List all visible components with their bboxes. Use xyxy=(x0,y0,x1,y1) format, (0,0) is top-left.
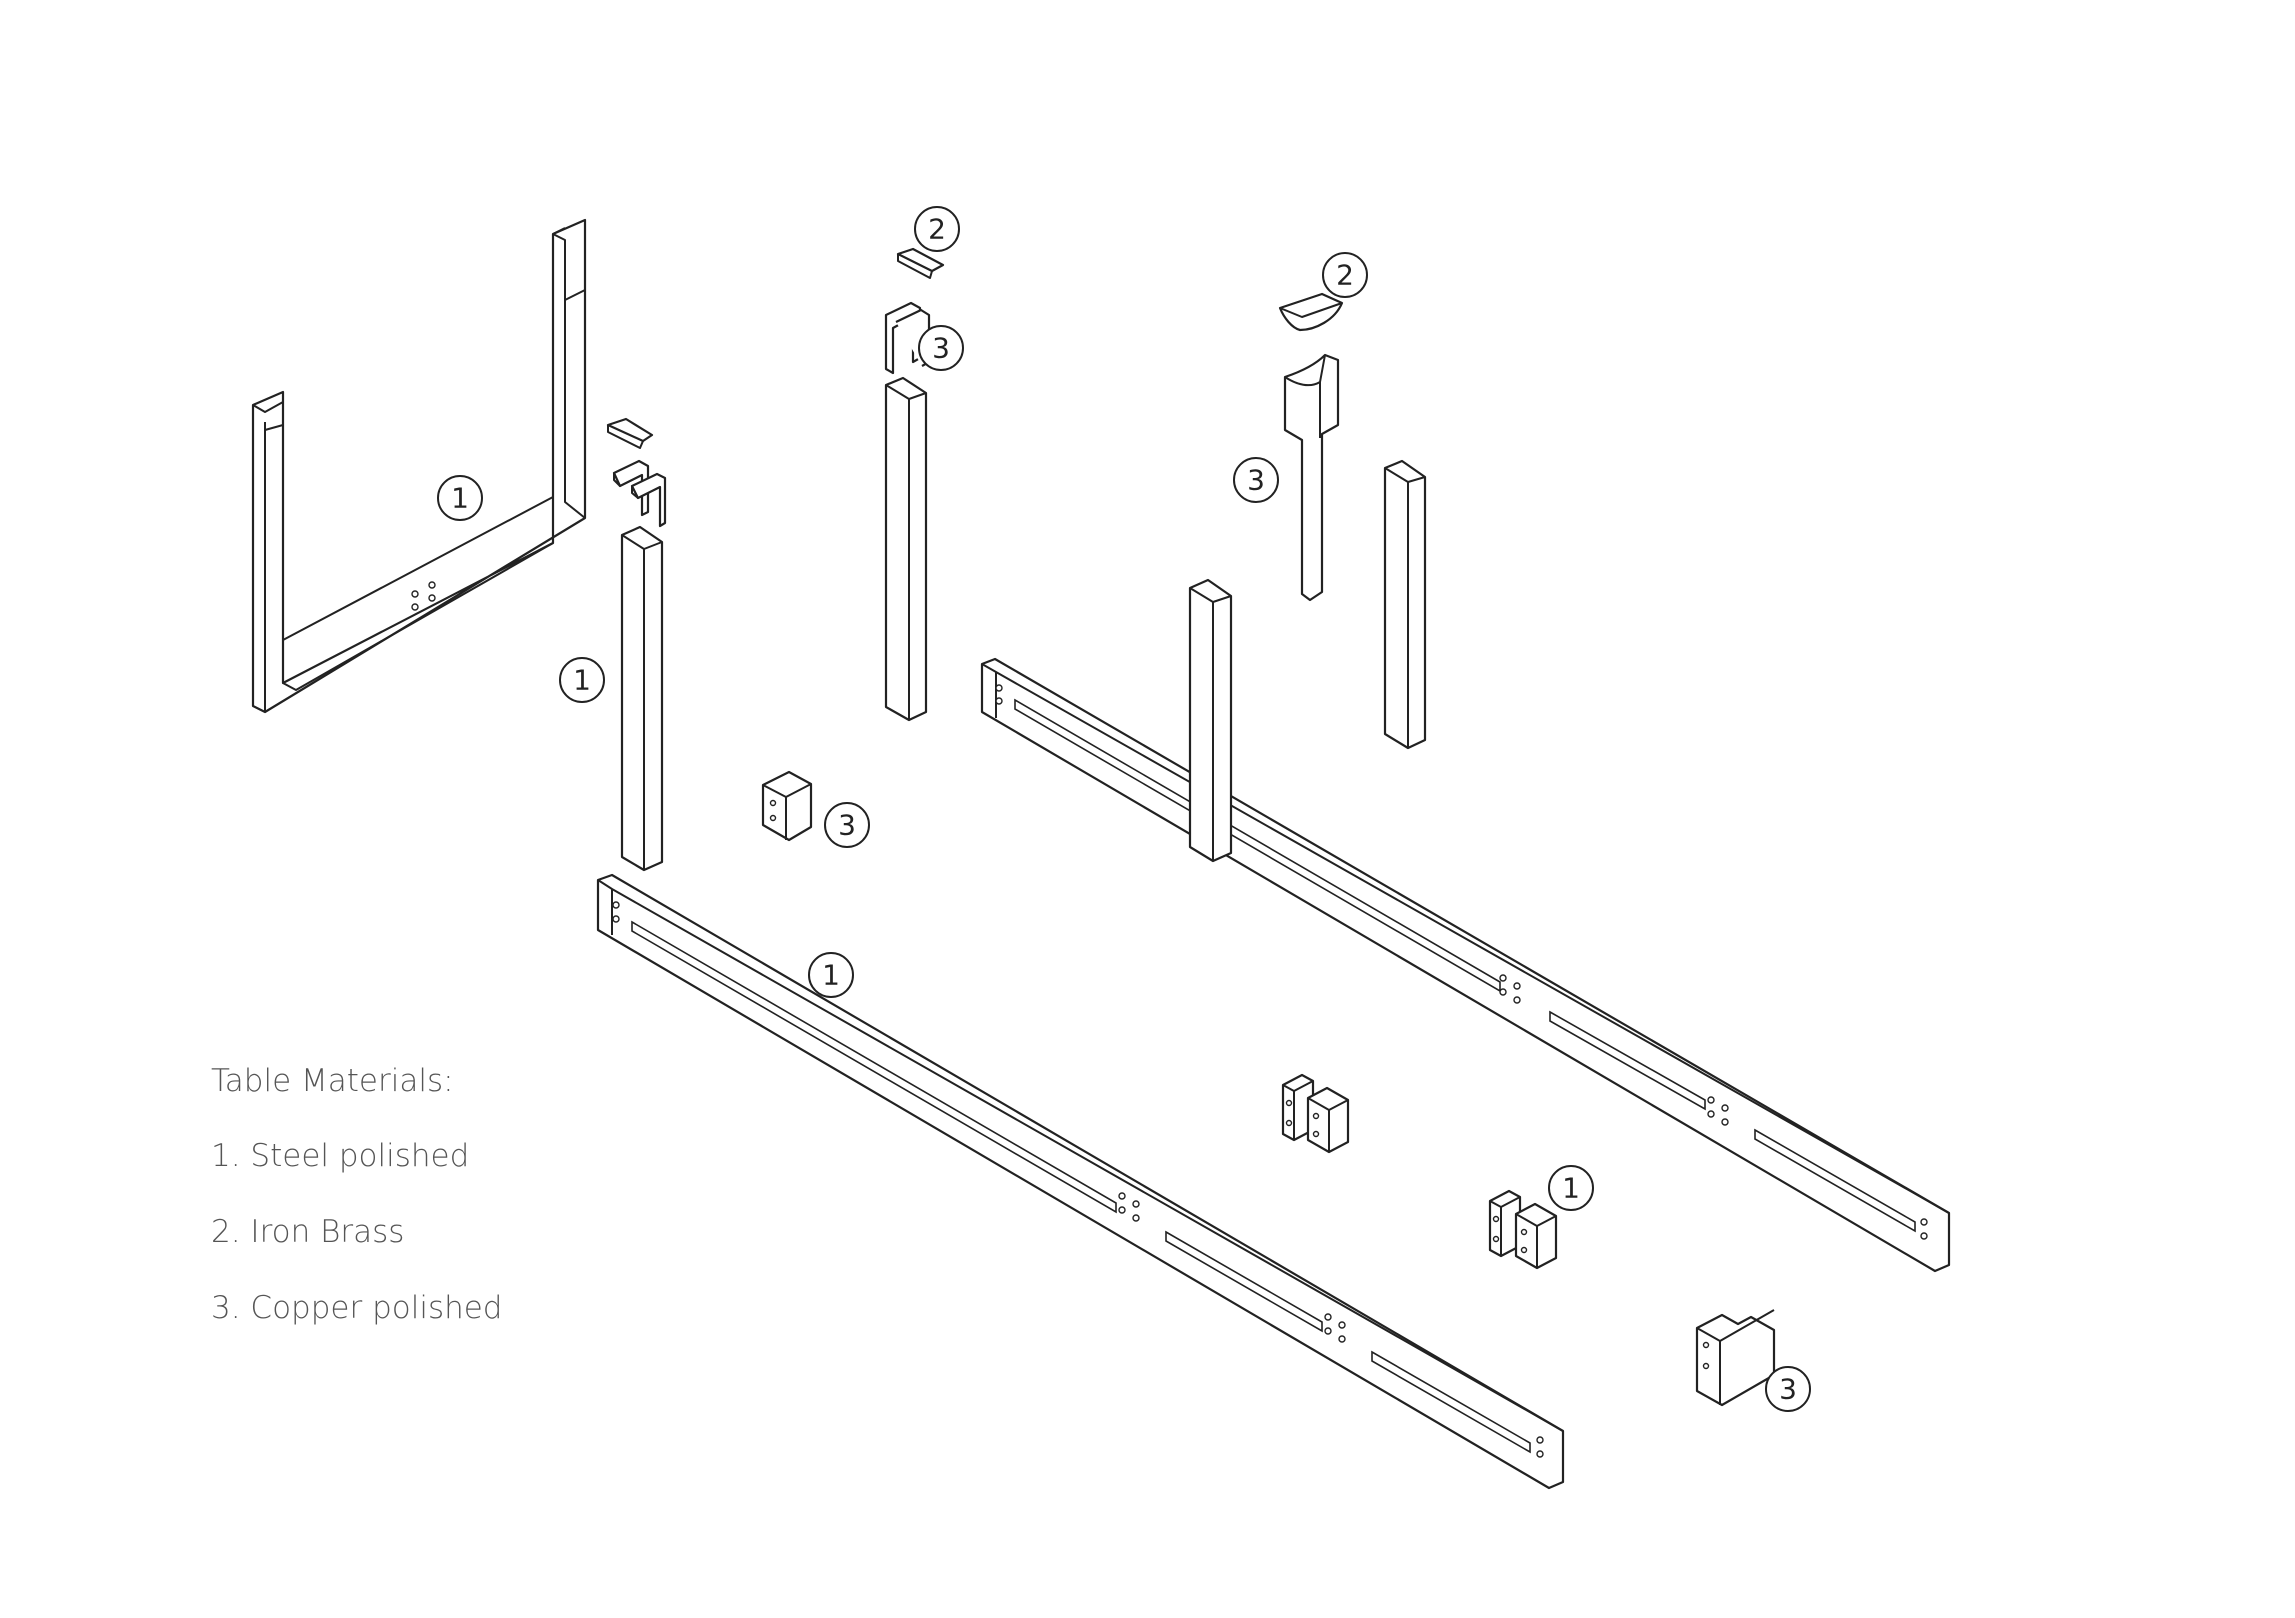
leg-center xyxy=(884,376,928,722)
post-tall xyxy=(1188,578,1233,863)
leg-right xyxy=(1383,459,1427,750)
callout-post-right: 3 xyxy=(1233,457,1279,503)
plate-pair-lower xyxy=(1488,1189,1558,1270)
block-small xyxy=(761,770,813,842)
callout-bracket-center: 3 xyxy=(918,325,964,371)
callout-rail-front: 1 xyxy=(808,952,854,998)
small-cap-left xyxy=(606,417,654,449)
svg-text:3: 3 xyxy=(838,809,856,842)
svg-text:1: 1 xyxy=(573,664,591,697)
svg-text:3: 3 xyxy=(1779,1373,1797,1406)
callout-block-corner: 3 xyxy=(1765,1366,1811,1412)
svg-text:3: 3 xyxy=(932,332,950,365)
svg-text:1: 1 xyxy=(451,482,469,515)
callout-left-leg: 1 xyxy=(559,657,605,703)
legend-item-steel: 1. Steel polished xyxy=(211,1138,470,1174)
top-cap-right xyxy=(1278,292,1344,332)
small-cap-center xyxy=(896,247,945,279)
svg-text:1: 1 xyxy=(1562,1172,1580,1205)
leg-left xyxy=(620,525,664,872)
svg-text:2: 2 xyxy=(928,213,946,246)
svg-text:3: 3 xyxy=(1247,464,1265,497)
plate-pair-upper xyxy=(1281,1073,1350,1154)
bracket-left xyxy=(612,459,667,528)
callout-top-cap-center: 2 xyxy=(914,206,960,252)
callout-plates: 1 xyxy=(1548,1165,1594,1211)
svg-text:2: 2 xyxy=(1336,259,1354,292)
post-shaped xyxy=(1283,353,1340,602)
legend-item-iron: 2. Iron Brass xyxy=(211,1214,405,1250)
legend-item-copper: 3. Copper polished xyxy=(211,1290,503,1326)
u-frame-part xyxy=(251,218,587,714)
legend-title: Table Materials: xyxy=(211,1063,454,1099)
callout-block-small: 3 xyxy=(824,802,870,848)
callout-top-cap-right: 2 xyxy=(1322,252,1368,298)
callout-frame: 1 xyxy=(437,475,483,521)
svg-text:1: 1 xyxy=(822,959,840,992)
materials-legend: Table Materials: 1. Steel polished 2. Ir… xyxy=(211,1063,503,1366)
rail-front xyxy=(596,873,1565,1490)
block-corner xyxy=(1695,1309,1776,1407)
